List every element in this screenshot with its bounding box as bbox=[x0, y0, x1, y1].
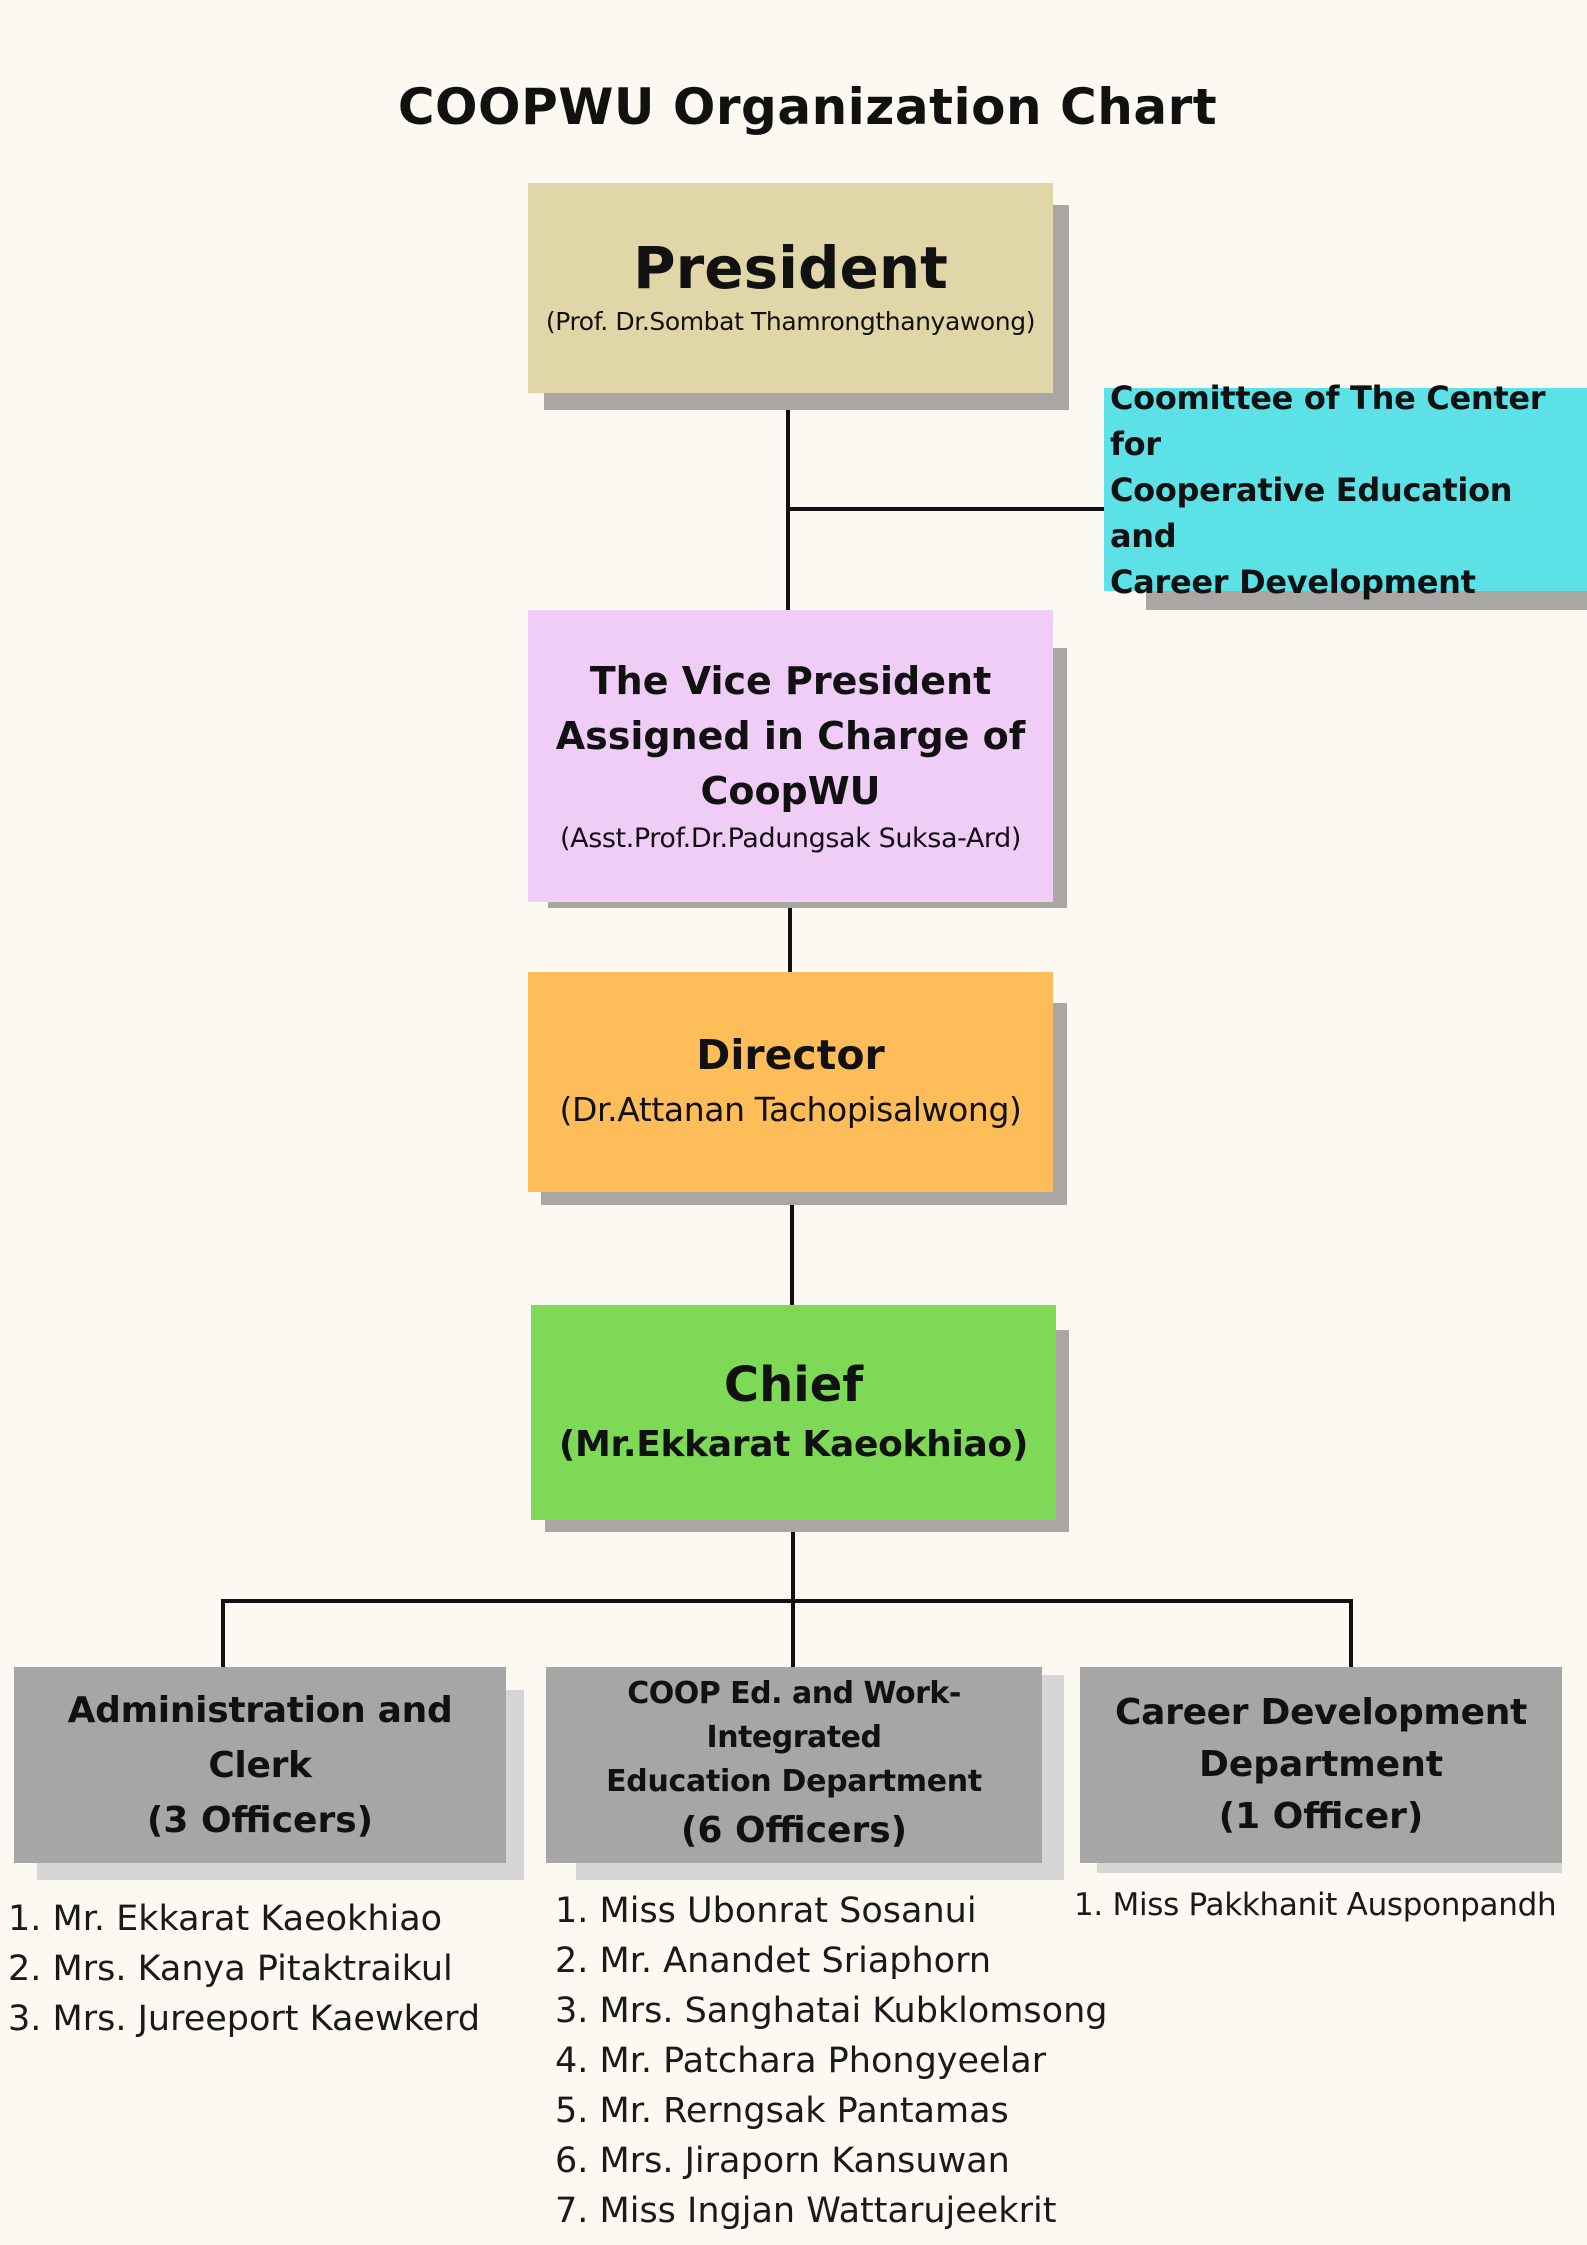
dept-career-line3: (1 Officer) bbox=[1218, 1796, 1424, 1837]
connector-chief-branch bbox=[791, 1532, 795, 1602]
dept-career-line2: Department bbox=[1198, 1744, 1444, 1785]
dept-coop-node: COOP Ed. and Work-Integrated Education D… bbox=[546, 1667, 1042, 1863]
chief-title: Chief bbox=[723, 1356, 864, 1413]
director-name: (Dr.Attanan Tachopisalwong) bbox=[559, 1090, 1022, 1129]
connector-director-chief bbox=[790, 1205, 794, 1305]
list-item: 5. Mr. Rerngsak Pantamas bbox=[555, 2091, 1009, 2131]
connector-horizontal-branch bbox=[221, 1599, 1353, 1603]
chart-title: COOPWU Organization Chart bbox=[397, 78, 1218, 136]
connector-vp-director bbox=[788, 900, 792, 972]
list-item: 2. Mrs. Kanya Pitaktraikul bbox=[8, 1949, 453, 1989]
list-item: 1. Miss Ubonrat Sosanui bbox=[555, 1891, 977, 1931]
director-node: Director (Dr.Attanan Tachopisalwong) bbox=[528, 972, 1053, 1192]
dept-coop-line2: Education Department bbox=[606, 1764, 982, 1799]
list-item: 6. Mrs. Jiraporn Kansuwan bbox=[555, 2141, 1010, 2181]
committee-line2: Cooperative Education and bbox=[1110, 470, 1513, 555]
list-item: 1. Mr. Ekkarat Kaeokhiao bbox=[8, 1899, 443, 1939]
vice-president-node: The Vice President Assigned in Charge of… bbox=[528, 610, 1053, 902]
committee-node: Coomittee of The Center for Cooperative … bbox=[1104, 379, 1587, 601]
dept-admin-line1: Administration and Clerk bbox=[67, 1689, 453, 1786]
chief-name: (Mr.Ekkarat Kaeokhiao) bbox=[558, 1423, 1029, 1465]
dept-career-node: Career Development Department (1 Officer… bbox=[1080, 1667, 1562, 1863]
president-title: President bbox=[633, 234, 948, 302]
list-item: 2. Mr. Anandet Sriaphorn bbox=[555, 1941, 992, 1981]
connector-committee bbox=[786, 507, 1104, 511]
list-item: 7. Miss Ingjan Wattarujeekrit bbox=[555, 2191, 1057, 2231]
dept-admin-staff-list: 1. Mr. Ekkarat Kaeokhiao 2. Mrs. Kanya P… bbox=[8, 1894, 480, 2044]
committee-line1: Coomittee of The Center for bbox=[1110, 378, 1546, 463]
connector-dept-coop bbox=[791, 1599, 795, 1667]
list-item: 3. Mrs. Jureeport Kaewkerd bbox=[8, 1999, 481, 2039]
dept-coop-line1: COOP Ed. and Work-Integrated bbox=[627, 1676, 961, 1755]
vp-name: (Asst.Prof.Dr.Padungsak Suksa-Ard) bbox=[559, 822, 1022, 854]
connector-dept-career bbox=[1349, 1599, 1353, 1667]
list-item: 1. Miss Pakkhanit Ausponpandh bbox=[1074, 1887, 1557, 1923]
committee-line3: Career Development bbox=[1110, 562, 1476, 601]
dept-career-line1: Career Development bbox=[1115, 1692, 1527, 1733]
dept-admin-line2: (3 Officers) bbox=[146, 1799, 374, 1841]
vp-line3: CoopWU bbox=[700, 768, 881, 813]
vp-line2: Assigned in Charge of bbox=[555, 713, 1026, 758]
dept-coop-line3: (6 Officers) bbox=[680, 1810, 908, 1851]
dept-career-staff-list: 1. Miss Pakkhanit Ausponpandh bbox=[1074, 1880, 1557, 1930]
president-node: President (Prof. Dr.Sombat Thamrongthany… bbox=[528, 183, 1053, 393]
chief-node: Chief (Mr.Ekkarat Kaeokhiao) bbox=[531, 1305, 1056, 1520]
list-item: 4. Mr. Patchara Phongyeelar bbox=[555, 2041, 1047, 2081]
director-title: Director bbox=[696, 1031, 885, 1079]
dept-coop-staff-list: 1. Miss Ubonrat Sosanui 2. Mr. Anandet S… bbox=[555, 1886, 1107, 2236]
connector-dept-admin bbox=[221, 1599, 225, 1667]
dept-admin-node: Administration and Clerk (3 Officers) bbox=[14, 1667, 506, 1863]
list-item: 3. Mrs. Sanghatai Kubklomsong bbox=[555, 1991, 1108, 2031]
vp-line1: The Vice President bbox=[589, 658, 992, 703]
president-name: (Prof. Dr.Sombat Thamrongthanyawong) bbox=[545, 307, 1036, 336]
